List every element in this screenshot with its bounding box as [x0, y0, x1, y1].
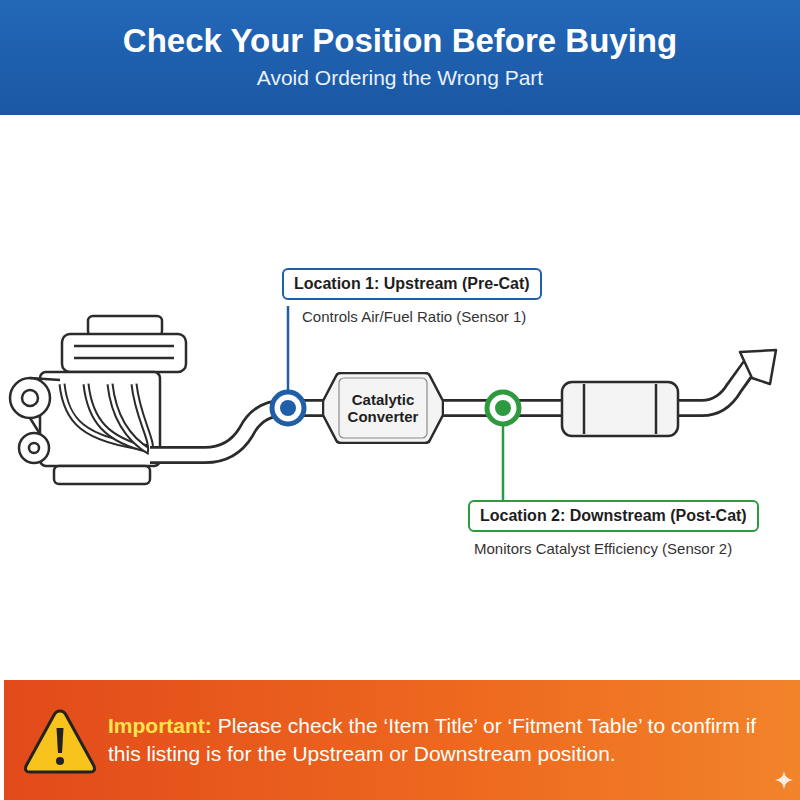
manifold-runner-inner	[134, 384, 151, 454]
valve-cover-rib	[74, 357, 174, 360]
exhaust-manifold	[62, 384, 151, 454]
exhaust-pipe	[150, 364, 751, 455]
warning-triangle	[26, 711, 95, 772]
callout-heading: Location 1: Upstream (Pre-Cat)	[282, 268, 542, 300]
pulley	[19, 433, 49, 463]
muffler-seam	[583, 384, 586, 434]
callout-description: Monitors Catalyst Efficiency (Sensor 2)	[468, 540, 759, 557]
valve-cover	[62, 334, 186, 372]
message-area: Important:Please check the ‘Item Title’ …	[108, 680, 790, 800]
warning-heading: Important:	[108, 714, 212, 737]
exhaust-tip	[740, 350, 776, 384]
oil-pan	[54, 466, 150, 484]
pulley-hub	[29, 443, 39, 453]
leader-line	[502, 425, 505, 502]
callout-description: Controls Air/Fuel Ratio (Sensor 1)	[282, 308, 542, 325]
message: Important:Please check the ‘Item Title’ …	[108, 712, 790, 769]
downstream-sensor-dot	[495, 400, 511, 416]
converter-inner-line	[339, 378, 427, 438]
muffler	[562, 382, 678, 436]
converter-body	[323, 373, 443, 443]
warning-band: Important:Please check the ‘Item Title’ …	[4, 680, 800, 800]
sparkle-mark	[774, 770, 794, 790]
converter-label-area: Catalytic Converter	[340, 372, 426, 444]
warning-icon	[22, 706, 98, 776]
leader-lines	[288, 306, 503, 502]
upstream-sensor-dot	[280, 400, 296, 416]
muffler-seam	[655, 384, 658, 434]
sparkle	[775, 771, 793, 789]
header-band: Check Your Position Before BuyingAvoid O…	[0, 0, 800, 115]
callout-box: Location 1: Upstream (Pre-Cat) Controls A…	[282, 268, 542, 325]
muffler-body	[562, 382, 678, 436]
exclamation-bar	[57, 728, 64, 753]
exclamation-dot	[56, 757, 64, 765]
tail-pipe-inner	[676, 364, 751, 408]
downstream-sensor	[487, 392, 519, 424]
callout-box: Location 2: Downstream (Post-Cat) Monitor…	[468, 500, 759, 557]
callout-heading: Location 2: Downstream (Post-Cat)	[468, 500, 759, 532]
engine-block	[40, 372, 160, 466]
belt	[30, 378, 60, 434]
subtitle: Avoid Ordering the Wrong Part	[0, 66, 800, 90]
pulley	[10, 378, 50, 418]
pulley-hub	[22, 390, 38, 406]
title: Check Your Position Before Buying	[0, 0, 800, 60]
valve-cover-rib	[74, 345, 174, 348]
converter-label: Catalytic Converter	[340, 391, 426, 426]
upstream-sensor	[272, 392, 304, 424]
manifold-runner	[134, 384, 151, 454]
leader-line	[287, 306, 290, 391]
catalytic-converter: Catalytic Converter	[322, 372, 444, 444]
